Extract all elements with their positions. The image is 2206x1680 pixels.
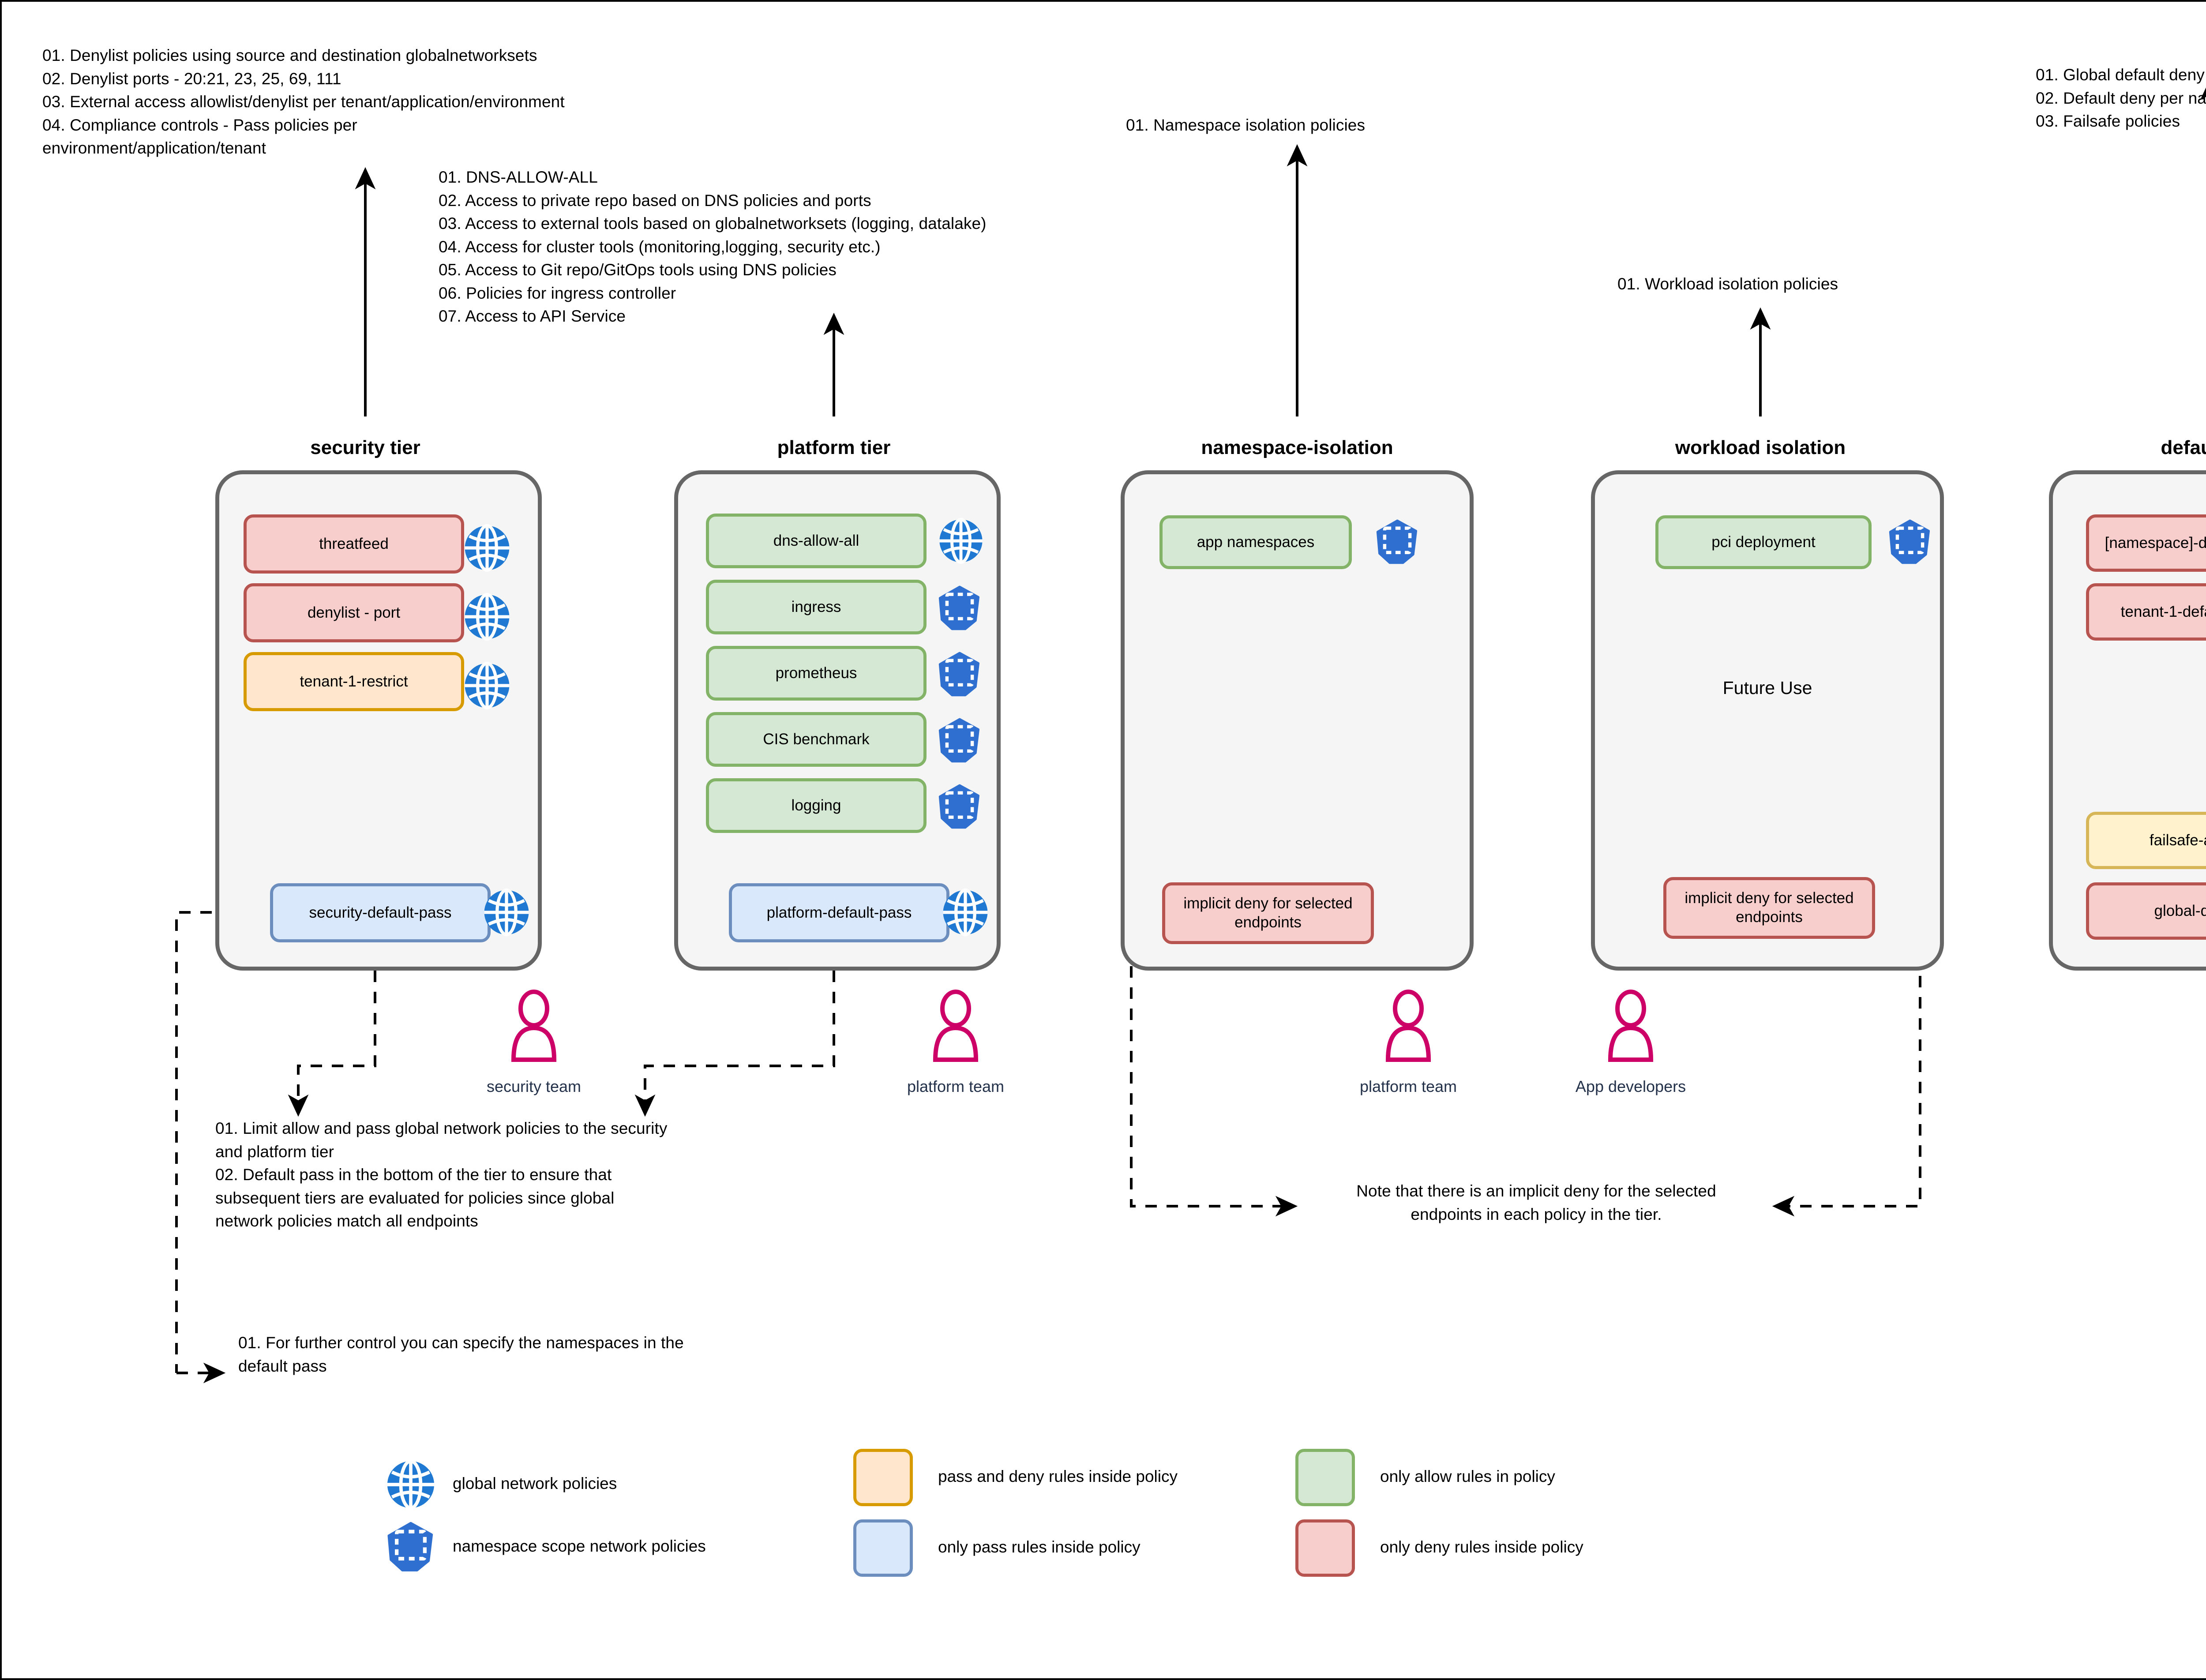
namespace-scope-policy-icon <box>936 717 983 764</box>
policy-chip-tenant-1-restrict[interactable]: tenant-1-restrict <box>244 652 464 711</box>
global-network-policy-icon <box>941 888 990 937</box>
policy-chip-app-namespaces[interactable]: app namespaces <box>1159 515 1352 569</box>
legend-label-namespace-scope-policies: namespace scope network policies <box>453 1537 706 1555</box>
legend-swatch-pass-and-deny <box>853 1449 913 1506</box>
policy-chip-prometheus[interactable]: prometheus <box>706 646 927 701</box>
actor-platform-team-2 <box>1377 989 1439 1069</box>
policy-chip-tenant-1-default-deny[interactable]: tenant-1-default-deny <box>2086 583 2206 641</box>
actor-label-app-developers: App developers <box>1575 1077 1686 1095</box>
tier-title-namespace-isolation: namespace-isolation <box>1201 437 1393 458</box>
legend-global-network-policy-icon <box>385 1459 437 1511</box>
legend-swatch-only-deny <box>1295 1519 1355 1577</box>
actor-app-developers <box>1600 989 1662 1069</box>
policy-chip-cis-benchmark[interactable]: CIS benchmark <box>706 712 927 767</box>
policy-chip-implicit-deny-workload[interactable]: implicit deny for selected endpoints <box>1663 877 1875 939</box>
actor-label-platform-team-2: platform team <box>1359 1077 1457 1095</box>
actor-label-security-team-1: security team <box>486 1077 582 1095</box>
security-tier-notes: 01. Denylist policies using source and d… <box>42 46 565 158</box>
tier-title-security: security tier <box>310 437 420 458</box>
actor-security-team-1 <box>503 989 565 1069</box>
namespace-isolation-note: 01. Namespace isolation policies <box>1126 116 1366 134</box>
global-network-policy-icon <box>482 888 531 937</box>
platform-tier-notes: 01. DNS-ALLOW-ALL 02. Access to private … <box>439 168 987 326</box>
legend-namespace-scope-policy-icon <box>385 1521 437 1573</box>
namespace-scope-policy-icon <box>936 585 983 632</box>
policy-chip-security-default-pass[interactable]: security-default-pass <box>270 883 491 942</box>
policy-chip-ingress[interactable]: ingress <box>706 580 927 634</box>
actor-platform-team-1 <box>925 989 987 1069</box>
policy-chip-platform-default-pass[interactable]: platform-default-pass <box>729 883 949 942</box>
legend-label-only-allow: only allow rules in policy <box>1380 1467 1555 1485</box>
tier-title-default: default tier <box>2161 437 2206 458</box>
legend-label-only-pass: only pass rules inside policy <box>938 1538 1141 1556</box>
namespace-scope-policy-icon <box>1887 519 1933 566</box>
policy-chip-threatfeed[interactable]: threatfeed <box>244 514 464 574</box>
global-policy-note: 01. Limit allow and pass global network … <box>215 1119 668 1230</box>
implicit-deny-note: Note that there is an implicit deny for … <box>1356 1182 1716 1223</box>
legend-swatch-only-pass <box>853 1519 913 1577</box>
namespace-scope-policy-icon <box>936 784 983 830</box>
legend-label-pass-and-deny: pass and deny rules inside policy <box>938 1467 1178 1485</box>
policy-chip-logging[interactable]: logging <box>706 778 927 833</box>
default-tier-notes: 01. Global default deny 02. Default deny… <box>2036 66 2206 131</box>
namespace-scope-policy-icon <box>1374 519 1421 566</box>
policy-chip-pci-deployment[interactable]: pci deployment <box>1655 515 1872 569</box>
policy-chip-global-deny[interactable]: global-deny <box>2086 882 2206 940</box>
legend-swatch-only-allow <box>1295 1449 1355 1506</box>
tier-title-workload-isolation: workload isolation <box>1675 437 1846 458</box>
actor-label-platform-team-1: platform team <box>907 1077 1005 1095</box>
global-network-policy-icon <box>937 517 985 565</box>
legend-label-only-deny: only deny rules inside policy <box>1380 1538 1583 1556</box>
future-use-label: Future Use <box>1722 678 1812 698</box>
workload-isolation-note: 01. Workload isolation policies <box>1617 275 1838 293</box>
policy-chip-dns-allow-all[interactable]: dns-allow-all <box>706 514 927 568</box>
namespace-scope-policy-icon <box>936 651 983 698</box>
global-network-policy-icon <box>462 523 512 573</box>
global-network-policy-icon <box>462 661 512 710</box>
policy-chip-implicit-deny-namespace[interactable]: implicit deny for selected endpoints <box>1162 882 1374 944</box>
default-pass-note: 01. For further control you can specify … <box>238 1334 684 1375</box>
policy-chip-failsafe-allow[interactable]: failsafe-allow <box>2086 812 2206 869</box>
global-network-policy-icon <box>462 592 512 641</box>
tier-title-platform: platform tier <box>777 437 891 458</box>
policy-chip-namespace-default-deny[interactable]: [namespace]-default-deny <box>2086 514 2206 572</box>
policy-chip-denylist-port[interactable]: denylist - port <box>244 583 464 642</box>
legend-label-global-network-policies: global network policies <box>453 1474 617 1492</box>
